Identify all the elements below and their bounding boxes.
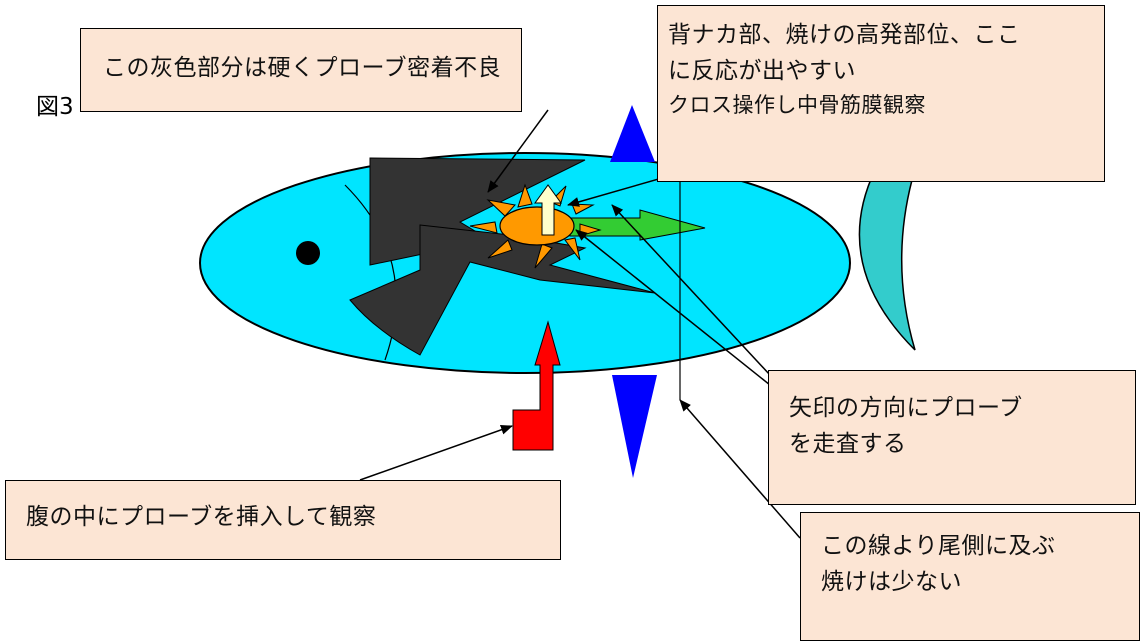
callout-scan-direction: 矢印の方向にプローブ を走査する (768, 370, 1136, 505)
callout-scan-direction-line2: を走査する (789, 430, 907, 457)
callout-belly: 腹の中にプローブを挿入して観察 (5, 480, 561, 560)
callout-tail-line: この線より尾側に及ぶ 焼けは少ない (800, 512, 1140, 641)
callout-dorsal-line3: クロス操作し中骨筋膜観察 (668, 93, 926, 118)
callout-dorsal-line1: 背ナカ部、焼けの高発部位、ここ (668, 22, 1021, 48)
callout-scan-direction-line1: 矢印の方向にプローブ (789, 395, 1023, 421)
reaction-spikes (469, 183, 602, 269)
figure-label: 図3 (36, 94, 74, 120)
target-area (499, 206, 575, 246)
leader-lines (359, 109, 801, 539)
callout-tail-line-line2: 焼けは少ない (821, 568, 962, 595)
probe-insert-arrow (512, 320, 561, 451)
lower-marker (612, 375, 657, 478)
callout-gray-area-text: この灰色部分は硬くプローブ密着不良 (103, 55, 502, 81)
callout-gray-area: この灰色部分は硬くプローブ密着不良 (80, 28, 522, 112)
upper-marker (610, 105, 655, 162)
gray-hard-area-lower (349, 224, 656, 356)
callout-belly-text: 腹の中にプローブを挿入して観察 (26, 504, 377, 530)
callout-tail-line-line1: この線より尾側に及ぶ (821, 533, 1056, 559)
fish-eye (296, 241, 320, 265)
callout-dorsal-line2: に反応が出やすい (668, 57, 856, 84)
callout-dorsal: 背ナカ部、焼けの高発部位、ここ に反応が出やすい クロス操作し中骨筋膜観察 (657, 5, 1105, 182)
tail-fin (858, 169, 916, 351)
scan-arrow-up (534, 184, 562, 236)
